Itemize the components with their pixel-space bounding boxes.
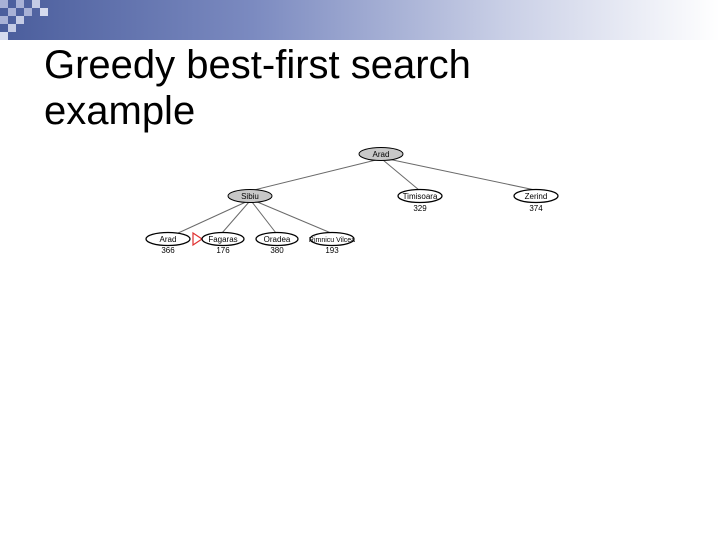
node-oradea-label: Oradea [264,235,291,244]
edge-root-sibiu [249,158,381,192]
node-zerind-label: Zerind [525,192,548,201]
node-rimnicu-h: 193 [325,246,339,255]
node-oradea: Oradea 380 [255,231,299,255]
edge-sibiu-rimnicu [254,200,332,234]
node-timisoara-ellipse [397,188,443,204]
node-arad-leaf-ellipse [145,231,191,247]
node-timisoara: Timisoara 329 [397,188,443,213]
node-arad-leaf-h: 366 [161,246,175,255]
selection-marker-icon [192,231,204,247]
node-oradea-h: 380 [270,246,284,255]
node-fagaras-h: 176 [216,246,230,255]
edge-sibiu-arad [175,200,249,235]
node-zerind-h: 374 [529,204,543,213]
node-zerind: Zerind 374 [513,188,559,213]
checker-logo [0,0,48,40]
node-root-label: Arad [373,150,390,159]
node-rimnicu-ellipse [309,231,355,247]
node-root-ellipse [358,147,404,161]
node-rimnicu: Rimnicu Vilcea 193 [309,231,355,255]
edge-root-timisoara [382,159,420,191]
slide-title-line1: Greedy best-first search [44,43,471,87]
node-timisoara-h: 329 [413,204,427,213]
node-fagaras-label: Fagaras [208,235,237,244]
node-arad-leaf: Arad 366 [145,231,191,255]
edge-sibiu-fagaras [221,201,250,234]
edge-sibiu-oradea [251,201,277,234]
slide-title: Greedy best-first search example [44,42,644,134]
edge-root-zerind [387,158,536,191]
node-timisoara-label: Timisoara [403,192,438,201]
node-fagaras-ellipse [201,231,245,247]
node-zerind-ellipse [513,188,559,204]
node-rimnicu-label: Rimnicu Vilcea [309,237,355,244]
node-oradea-ellipse [255,231,299,247]
tree-edges [175,158,536,235]
node-arad-leaf-label: Arad [160,235,177,244]
node-root: Arad [358,147,404,161]
node-sibiu: Sibiu [227,189,273,203]
node-sibiu-label: Sibiu [241,192,259,201]
title-band [0,0,720,40]
slide-title-line2: example [44,89,196,133]
node-sibiu-ellipse [227,189,273,203]
node-fagaras: Fagaras 176 [192,231,245,255]
